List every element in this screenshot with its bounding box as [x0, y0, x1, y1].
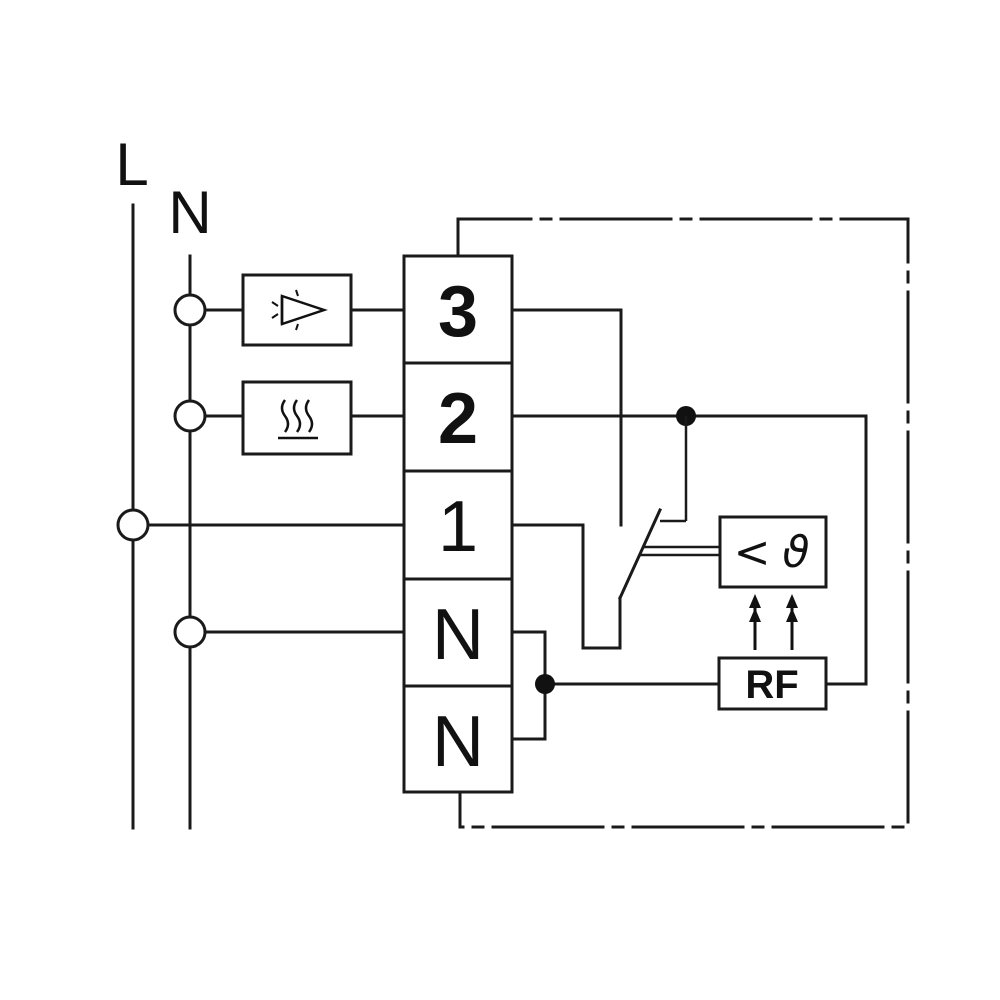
heating-icon — [278, 399, 318, 440]
wire-terminal-3-to-switch — [510, 308, 623, 527]
less-than-symbol: < — [734, 527, 771, 578]
junction-n-heating — [173, 399, 207, 433]
terminal-n-lower — [402, 684, 514, 794]
theta-symbol: ϑ — [782, 527, 809, 578]
junction-dot-n — [535, 674, 555, 694]
signal-arrows-icon — [749, 594, 798, 650]
terminal-2-label: 2 — [438, 379, 478, 459]
terminal-n-upper-label: N — [432, 595, 484, 675]
fan-load-box — [241, 273, 353, 347]
temperature-sensor-box — [718, 515, 828, 589]
terminal-block: 3 2 1 N N — [402, 254, 514, 794]
neutral-rail-label: N — [168, 179, 211, 246]
line-rail-label: L — [115, 131, 148, 198]
terminal-1-label: 1 — [438, 487, 478, 567]
rf-module-label: RF — [745, 663, 798, 707]
junction-l-terminal-1 — [116, 508, 150, 542]
junction-n-terminal-n — [173, 615, 207, 649]
terminal-n-lower-label: N — [432, 702, 484, 782]
wire-terminal-1-to-switch — [510, 523, 622, 650]
fan-icon — [271, 289, 328, 331]
device-housing-outline — [456, 217, 910, 829]
wire-bus-to-rf — [824, 414, 868, 686]
terminal-1 — [402, 469, 514, 581]
junction-n-fan — [173, 293, 207, 327]
terminal-3-label: 3 — [438, 272, 478, 352]
